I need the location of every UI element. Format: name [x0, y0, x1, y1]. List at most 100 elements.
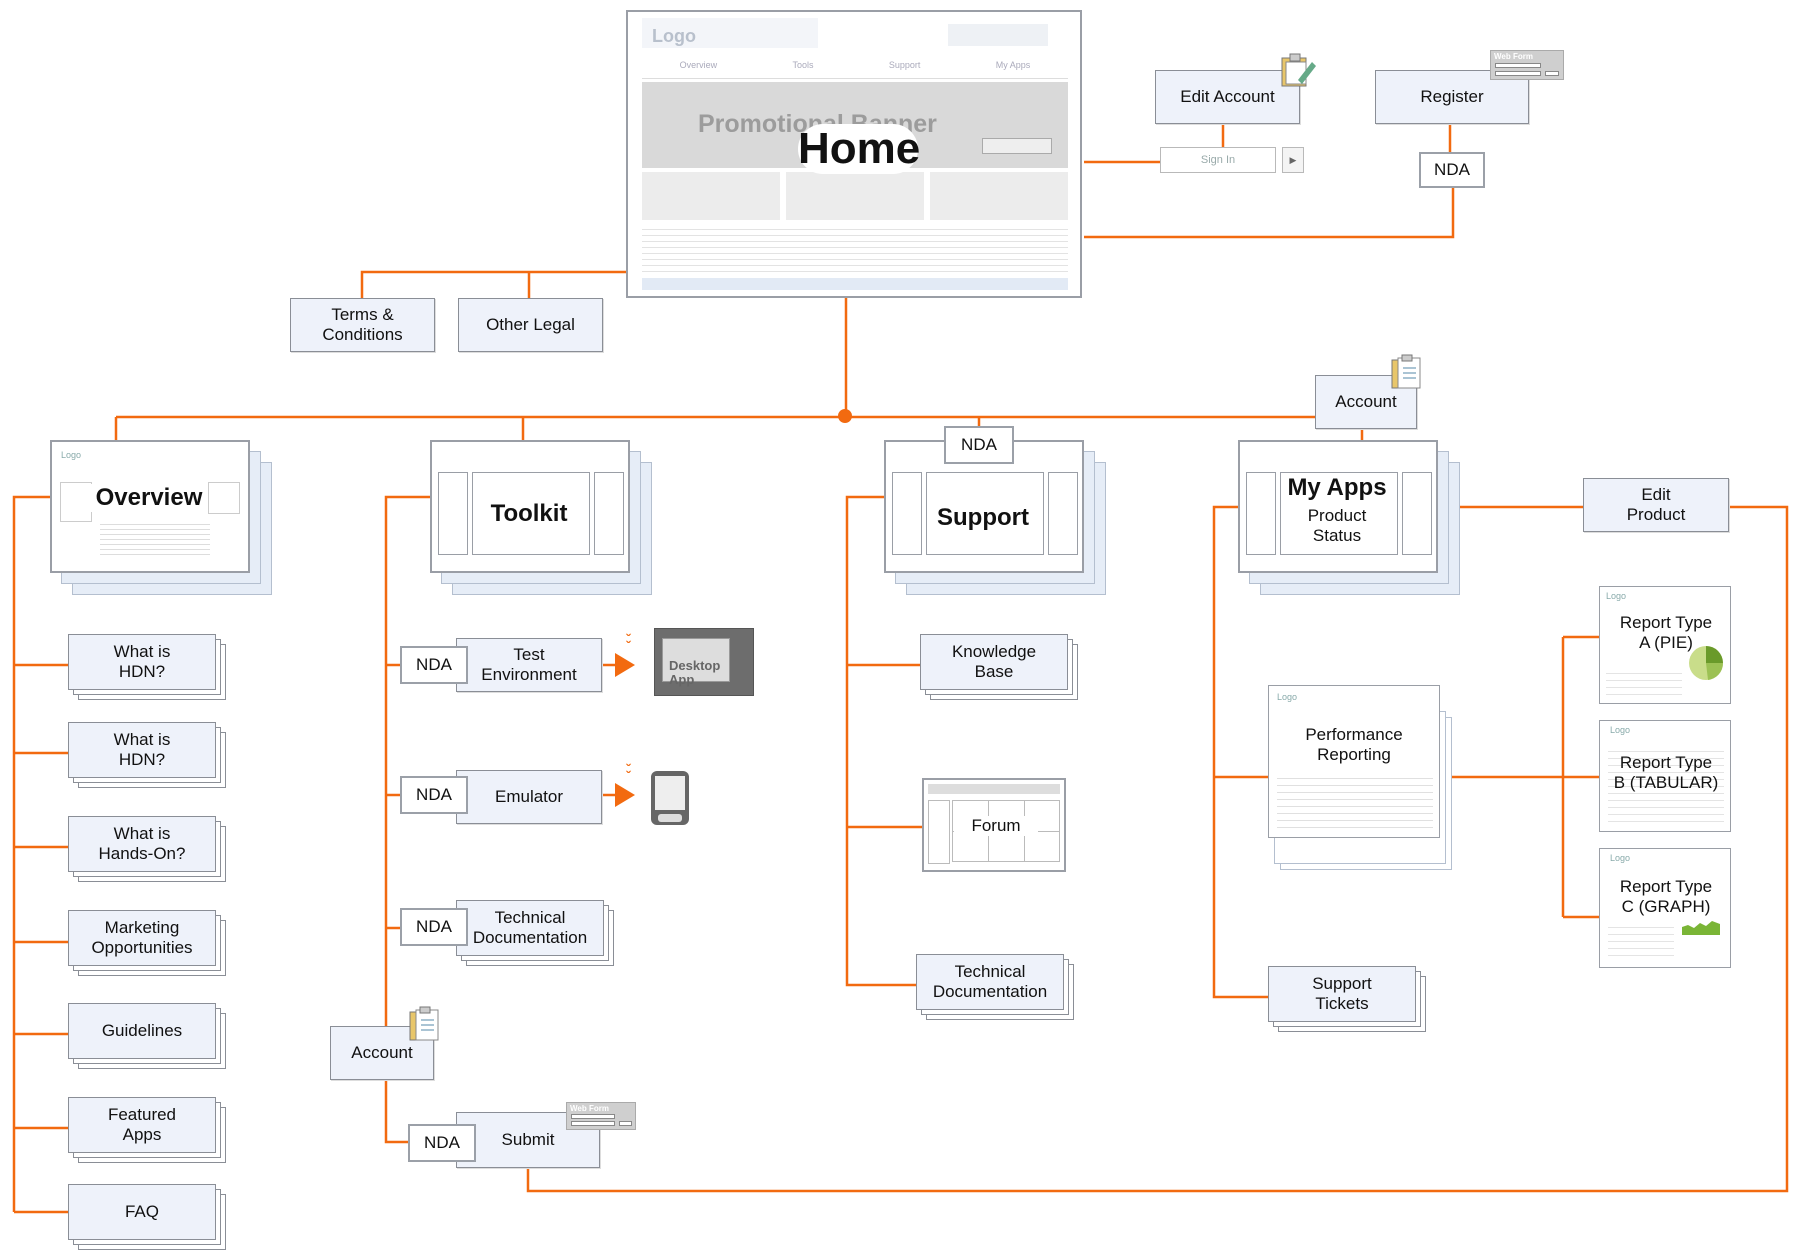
arrow-right-icon: [615, 783, 635, 807]
form-line: [1495, 71, 1541, 76]
knowledge-base-node[interactable]: Knowledge Base: [920, 634, 1078, 700]
submit-nda-badge: NDA: [408, 1124, 476, 1162]
register-node[interactable]: Register: [1375, 70, 1529, 124]
what-is-hdn-1-node[interactable]: What is HDN?: [68, 634, 226, 700]
performance-mini-table: [1277, 772, 1433, 828]
product-status-label: Product Status: [1307, 506, 1367, 545]
content-block: [930, 172, 1068, 220]
tech-docs-nda-badge: NDA: [400, 908, 468, 946]
test-environment-label: Test Environment: [481, 645, 577, 684]
home-lists: [642, 224, 1068, 274]
overview-page[interactable]: Logo Overview: [50, 440, 272, 595]
nav-tools[interactable]: Tools: [792, 60, 814, 70]
form-line: [571, 1114, 615, 1119]
emulator-node[interactable]: Emulator: [456, 770, 602, 824]
what-is-hdn-label: What is HDN?: [68, 722, 216, 778]
clipboard-icon: [1390, 354, 1424, 397]
window-front: Desktop App: [662, 638, 730, 687]
report-type-b-page[interactable]: Logo Report Type B (TABULAR): [1599, 720, 1731, 832]
nav-overview[interactable]: Overview: [679, 60, 718, 70]
forum-side: [928, 800, 950, 864]
report-type-c-label: Report Type C (GRAPH): [1619, 877, 1713, 916]
report-logo: Logo: [1610, 725, 1631, 735]
my-apps-page[interactable]: My Apps Product Status: [1238, 440, 1460, 595]
featured-apps-node[interactable]: Featured Apps: [68, 1097, 226, 1163]
web-form-icon: Web Form: [1490, 50, 1564, 80]
home-footer: [642, 278, 1068, 290]
faq-node[interactable]: FAQ: [68, 1184, 226, 1250]
content-block: [642, 172, 780, 220]
pie-chart-icon: [1689, 646, 1724, 680]
clipboard-edit-icon: [1278, 52, 1318, 95]
nav-support[interactable]: Support: [888, 60, 921, 70]
home-utility-bar: [948, 24, 1048, 46]
emulator-nda-badge: NDA: [400, 776, 468, 814]
what-is-hdn-label: What is HDN?: [68, 634, 216, 690]
account-node-top[interactable]: Account: [1315, 375, 1417, 429]
form-line: [1495, 63, 1541, 68]
toolkit-title: Toolkit: [490, 500, 568, 527]
clipboard-icon: [408, 1006, 442, 1049]
nav-my-apps[interactable]: My Apps: [995, 60, 1031, 70]
report-logo: Logo: [1610, 853, 1631, 863]
emulator-device-icon: [650, 770, 690, 826]
edit-product-label: Edit Product: [1626, 485, 1686, 524]
what-is-hdn-2-node[interactable]: What is HDN?: [68, 722, 226, 788]
web-form-icon: Web Form: [566, 1102, 636, 1130]
toolkit-technical-documentation-node[interactable]: Technical Documentation: [456, 900, 614, 966]
test-env-nda-badge: NDA: [400, 646, 468, 684]
form-line: [571, 1121, 615, 1126]
forum-header: [928, 784, 1060, 794]
other-legal-node[interactable]: Other Legal: [458, 298, 603, 352]
what-is-hands-on-node[interactable]: What is Hands-On?: [68, 816, 226, 882]
support-technical-documentation-node[interactable]: Technical Documentation: [916, 954, 1074, 1020]
sign-in-label: Sign In: [1200, 154, 1236, 166]
home-title: Home: [798, 124, 921, 174]
banner-button: [982, 138, 1052, 154]
toolkit-page[interactable]: Toolkit: [430, 440, 652, 595]
report-logo: Logo: [1606, 591, 1627, 601]
edit-product-node[interactable]: Edit Product: [1583, 478, 1729, 532]
home-header-bar: [642, 18, 818, 48]
performance-reporting-label: Performance Reporting: [1278, 725, 1430, 765]
performance-reporting-page[interactable]: Logo Performance Reporting: [1268, 685, 1454, 870]
technical-documentation-label: Technical Documentation: [456, 900, 604, 956]
report-type-c-page[interactable]: Logo Report Type C (GRAPH): [1599, 848, 1731, 968]
featured-apps-label: Featured Apps: [68, 1097, 216, 1153]
forum-page[interactable]: Forum: [922, 778, 1066, 872]
form-button: [1545, 71, 1559, 76]
home-nav: Overview Tools Support My Apps: [642, 60, 1068, 79]
forum-title: Forum: [954, 816, 1038, 836]
test-environment-node[interactable]: Test Environment: [456, 638, 602, 692]
junction-dot: [838, 409, 852, 423]
toolkit-right-col: [594, 472, 624, 555]
graph-icon: [1682, 921, 1720, 935]
technical-documentation-label: Technical Documentation: [916, 954, 1064, 1010]
guidelines-label: Guidelines: [68, 1003, 216, 1059]
edit-account-node[interactable]: Edit Account: [1155, 70, 1300, 124]
support-nda-badge: NDA: [944, 426, 1014, 464]
overview-title: Overview: [90, 484, 208, 512]
web-form-label: Web Form: [570, 1104, 609, 1113]
home-logo: Logo: [652, 26, 696, 46]
guidelines-node[interactable]: Guidelines: [68, 1003, 226, 1069]
home-page-thumbnail[interactable]: Logo Overview Tools Support My Apps Prom…: [626, 10, 1082, 298]
toolkit-left-col: [438, 472, 468, 555]
report-type-a-page[interactable]: Logo Report Type A (PIE): [1599, 586, 1731, 704]
marketing-opportunities-label: Marketing Opportunities: [68, 910, 216, 966]
my-apps-right-col: [1402, 472, 1432, 555]
report-mini-table: [1606, 667, 1682, 697]
report-mini-table: [1608, 921, 1674, 957]
terms-conditions-node[interactable]: Terms & Conditions: [290, 298, 435, 352]
support-tickets-node[interactable]: Support Tickets: [1268, 966, 1426, 1032]
overview-mini-list: [100, 520, 210, 558]
sign-in-arrow-button[interactable]: ▶: [1282, 147, 1304, 173]
overview-logo: Logo: [61, 450, 82, 460]
marketing-opportunities-node[interactable]: Marketing Opportunities: [68, 910, 226, 976]
sign-in-input[interactable]: Sign In: [1160, 147, 1276, 173]
support-title: Support: [937, 504, 1029, 531]
support-tickets-label: Support Tickets: [1268, 966, 1416, 1022]
support-right-col: [1048, 472, 1078, 555]
